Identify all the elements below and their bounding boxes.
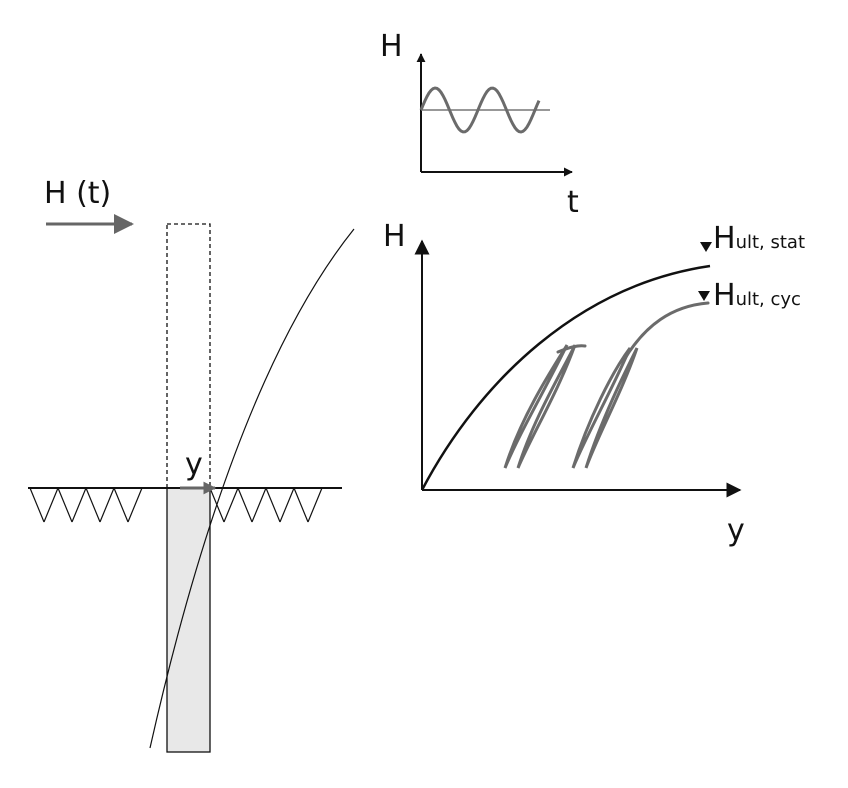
soil-hatch-stroke	[113, 487, 129, 523]
load-label: H (t)	[44, 176, 111, 211]
cyclic-backbone-curve	[622, 301, 710, 362]
soil-hatch-stroke	[251, 487, 267, 523]
response-y-label: H	[383, 219, 406, 254]
time-history-y-label: H	[380, 29, 403, 64]
load-displacement-plot: Hult, stat Hult, cyc H y	[383, 219, 805, 548]
load-time-history-plot: H t	[380, 29, 579, 220]
static-ultimate-marker	[700, 242, 712, 252]
hysteresis-loop-1-inner	[516, 344, 577, 469]
response-x-label: y	[727, 513, 745, 548]
soil-hatch-stroke	[127, 487, 143, 523]
time-history-x-label: t	[567, 185, 579, 220]
static-backbone-curve	[420, 264, 711, 491]
static-ultimate-label: Hult, stat	[713, 221, 805, 256]
displacement-label: y	[185, 447, 203, 482]
cyclic-hysteresis-loops	[503, 301, 710, 469]
soil-hatch-stroke	[85, 487, 101, 523]
hysteresis-loop-1-outer	[503, 344, 569, 469]
soil-hatch-stroke	[43, 487, 59, 523]
soil-hatch-stroke	[237, 487, 253, 523]
hysteresis-loop-1-top	[556, 344, 587, 354]
pile-above-ground-outline	[166, 223, 211, 489]
hysteresis-loop-2-inner	[584, 347, 639, 469]
soil-hatch-stroke	[223, 487, 239, 523]
soil-hatch-stroke	[57, 487, 73, 523]
pile-section: H (t) y	[28, 176, 355, 753]
hysteresis-loop-2-outer	[571, 347, 632, 469]
soil-hatch-stroke	[71, 487, 87, 523]
soil-hatch-stroke	[279, 487, 295, 523]
pile-deflection-curve	[149, 228, 355, 749]
soil-hatch-stroke	[29, 487, 45, 523]
soil-hatch-stroke	[99, 487, 115, 523]
cyclic-load-wave	[419, 86, 541, 134]
pile-embedded	[166, 487, 211, 753]
soil-hatch-stroke	[293, 487, 309, 523]
cyclic-ultimate-marker	[698, 291, 710, 301]
cyclic-ultimate-label: Hult, cyc	[713, 278, 801, 313]
soil-hatch-stroke	[265, 487, 281, 523]
soil-hatch-stroke	[307, 487, 323, 523]
